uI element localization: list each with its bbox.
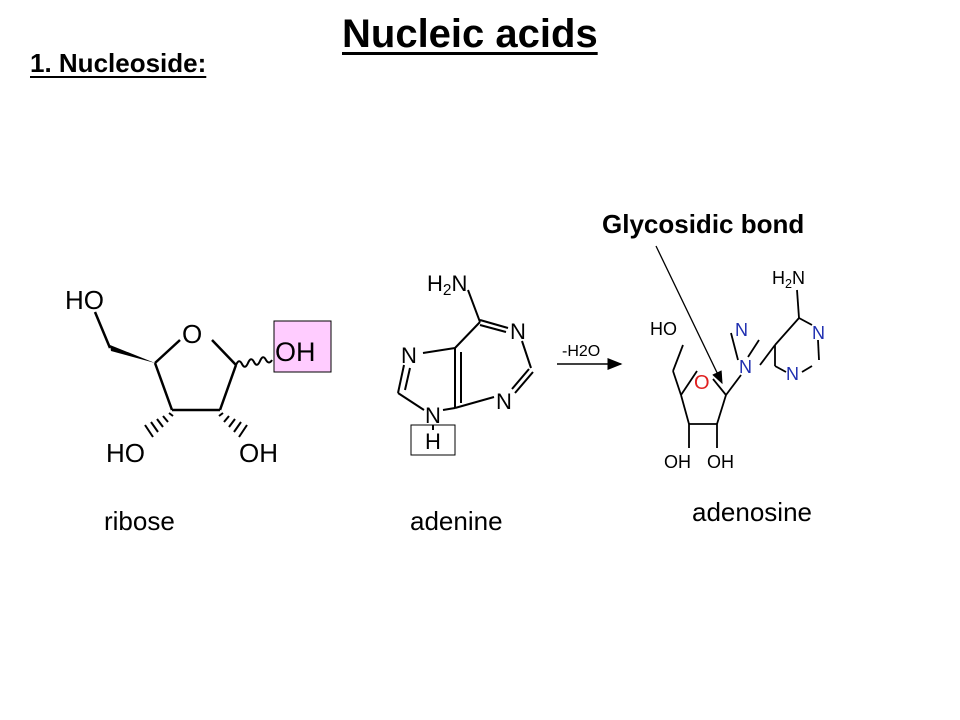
adenosine-glycosidic-bond bbox=[725, 374, 742, 396]
adenosine-bond bbox=[672, 344, 684, 372]
adenosine-n7-atom: N bbox=[735, 320, 748, 340]
adenine-amino-group: H2N bbox=[427, 271, 467, 299]
adenosine-bond bbox=[817, 339, 820, 361]
adenine-bond bbox=[479, 319, 509, 329]
adenosine-ho-atom: HO bbox=[650, 319, 677, 339]
glycosidic-bond-pointer bbox=[655, 245, 723, 385]
anomeric-oh-highlight bbox=[273, 320, 332, 373]
adenosine-name: adenosine bbox=[692, 497, 812, 527]
ribose-bond bbox=[154, 339, 181, 364]
adenosine-bond bbox=[774, 317, 800, 346]
adenosine-n9-atom: N bbox=[739, 357, 752, 377]
ribose-anomeric-oh-atom: OH bbox=[275, 337, 316, 367]
adenine-bond bbox=[422, 347, 456, 354]
ribose-ring-oxygen-atom: O bbox=[182, 319, 202, 349]
adenosine-bond bbox=[712, 378, 727, 396]
ribose-structure: HO O OH HO OH bbox=[65, 285, 332, 468]
ribose-hash-bond-right bbox=[218, 412, 248, 438]
adenine-n9-atom: N bbox=[425, 403, 441, 428]
glycosidic-bond-label: Glycosidic bond bbox=[602, 209, 805, 239]
ribose-bond bbox=[153, 362, 174, 411]
adenine-bond bbox=[454, 396, 495, 409]
adenine-bond bbox=[454, 321, 481, 349]
adenosine-amino-group: H2N bbox=[772, 268, 805, 291]
ribose-oh-right-atom: OH bbox=[239, 438, 278, 468]
adenine-bond bbox=[397, 364, 405, 394]
adenosine-oh-left-atom: OH bbox=[664, 452, 691, 472]
ribose-hash-bond-left bbox=[144, 412, 174, 438]
adenosine-ring-oxygen-atom: O bbox=[694, 372, 710, 394]
ribose-ho-top-atom: HO bbox=[65, 285, 104, 315]
adenosine-structure: H2N HO O N N N N OH OH bbox=[650, 268, 825, 472]
adenosine-amino-bond bbox=[796, 289, 800, 319]
adenine-bond bbox=[521, 340, 532, 369]
adenosine-bond bbox=[759, 344, 776, 366]
adenine-amino-bond bbox=[467, 289, 481, 323]
adenine-structure: H2N N N N N H bbox=[397, 271, 534, 456]
adenosine-bond bbox=[801, 365, 813, 373]
adenine-removed-h-atom: H bbox=[425, 429, 441, 454]
adenosine-bond bbox=[730, 332, 739, 361]
ribose-bond bbox=[93, 311, 112, 349]
ribose-name: ribose bbox=[104, 506, 175, 536]
reaction-arrow: -H2O bbox=[557, 343, 623, 370]
adenine-bond bbox=[397, 392, 425, 411]
ribose-ho-left-atom: HO bbox=[106, 438, 145, 468]
adenine-n7-atom: N bbox=[401, 343, 417, 368]
section-subtitle: 1. Nucleoside: bbox=[30, 48, 207, 78]
adenosine-bond bbox=[798, 317, 813, 326]
adenosine-bond bbox=[680, 370, 698, 396]
adenine-bond bbox=[404, 367, 411, 391]
adenine-n3-atom: N bbox=[496, 389, 512, 414]
adenosine-bond bbox=[747, 339, 760, 358]
ribose-wedge-bond bbox=[110, 345, 155, 363]
page-title: Nucleic acids bbox=[342, 12, 598, 56]
adenine-n1-atom: N bbox=[510, 319, 526, 344]
reaction-label: -H2O bbox=[562, 343, 600, 360]
adenine-name: adenine bbox=[410, 506, 503, 536]
adenosine-n3-atom: N bbox=[786, 364, 799, 384]
adenosine-bond bbox=[716, 394, 727, 425]
adenine-bond bbox=[514, 371, 534, 394]
adenosine-bond bbox=[680, 394, 690, 425]
adenine-bond bbox=[511, 368, 530, 390]
ribose-bond bbox=[211, 339, 237, 366]
adenosine-bond bbox=[672, 370, 682, 396]
adenosine-n1-atom: N bbox=[812, 323, 825, 343]
ribose-bond bbox=[218, 364, 238, 411]
adenine-bond bbox=[479, 324, 507, 333]
adenosine-bond bbox=[774, 365, 787, 373]
adenine-bond bbox=[442, 407, 456, 411]
adenosine-oh-right-atom: OH bbox=[707, 452, 734, 472]
ribose-wavy-bond bbox=[235, 356, 273, 368]
